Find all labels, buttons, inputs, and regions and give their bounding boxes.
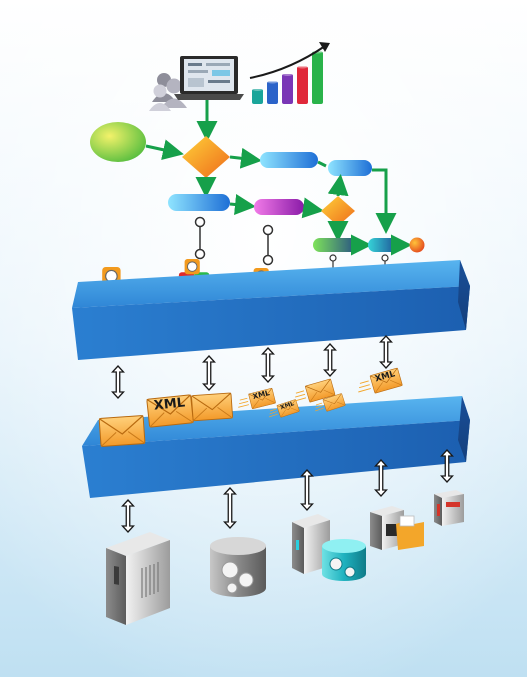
bidirectional-arrow <box>374 459 388 497</box>
bar-chart-icon <box>252 49 323 104</box>
decision-node-2 <box>321 196 355 226</box>
envelope-icon <box>98 415 146 447</box>
start-node <box>90 122 146 162</box>
server-icon <box>106 532 170 625</box>
process-pill-4 <box>254 199 304 215</box>
lower-message-bus <box>82 396 470 498</box>
envelope-icon <box>294 378 336 403</box>
envelope-icon: XML <box>238 387 276 410</box>
bidirectional-arrow <box>440 449 454 483</box>
database-icon <box>210 537 266 597</box>
envelope-icon <box>191 392 234 422</box>
envelope-label: XML <box>153 395 186 413</box>
decision-node-1 <box>182 136 230 178</box>
backend-link-arrows <box>121 449 454 533</box>
bus-link-arrows <box>111 335 393 399</box>
process-pill-5 <box>313 238 363 252</box>
growth-bar <box>297 66 308 104</box>
process-flowchart <box>90 100 425 256</box>
envelope-label: XML <box>280 401 295 411</box>
envelope-icon: XML <box>146 394 194 428</box>
bidirectional-arrow <box>323 343 337 377</box>
bidirectional-arrow <box>121 499 135 533</box>
users-icon <box>149 73 187 111</box>
process-pill-3 <box>168 194 230 211</box>
growth-bar <box>282 74 293 104</box>
bidirectional-arrow <box>300 469 314 511</box>
message-envelopes: XML XML XML XML <box>98 367 403 447</box>
service-connectors <box>194 216 389 270</box>
database-icon <box>322 539 366 581</box>
gear-icon <box>329 557 356 578</box>
laptop-icon <box>174 56 244 100</box>
gear-icon <box>221 561 254 594</box>
envelope-label: XML <box>252 388 271 401</box>
process-pill-6 <box>368 238 402 252</box>
growth-bar <box>252 89 263 104</box>
upper-service-bus <box>72 260 470 360</box>
envelope-icon: XML <box>269 399 300 418</box>
bidirectional-arrow <box>223 487 237 529</box>
growth-trend-arrow <box>249 45 326 79</box>
envelope-icon: XML <box>358 367 403 394</box>
growth-bar <box>267 81 278 104</box>
bidirectional-arrow <box>261 347 275 383</box>
folder-icon <box>396 515 424 550</box>
process-pill-2 <box>328 160 372 176</box>
server-icon <box>434 490 464 526</box>
process-pill-1 <box>260 152 318 168</box>
end-node <box>409 237 425 253</box>
bidirectional-arrow <box>379 335 393 369</box>
envelope-icon <box>315 393 346 412</box>
bidirectional-arrow <box>111 365 125 399</box>
bidirectional-arrow <box>202 355 216 391</box>
growth-bar <box>312 51 323 104</box>
